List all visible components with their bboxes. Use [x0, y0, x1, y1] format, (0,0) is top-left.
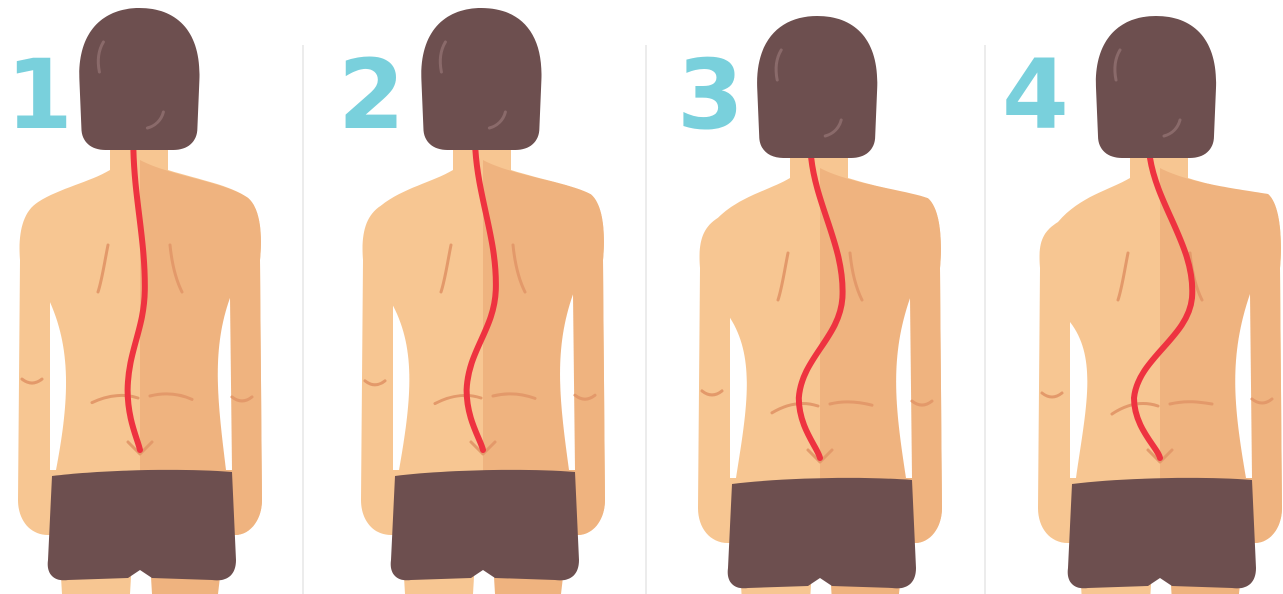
hair [79, 8, 199, 150]
stage-panel: 3 [677, 16, 942, 594]
hair [421, 8, 541, 150]
stage-number: 3 [677, 39, 744, 151]
stage-number: 4 [1002, 39, 1069, 151]
shorts [391, 470, 579, 580]
hair [1096, 16, 1216, 158]
shorts [1068, 478, 1256, 588]
stage-panel: 1 [6, 8, 262, 594]
panels: 1 2 3 4 [6, 8, 1282, 594]
stage-panel: 2 [338, 8, 605, 594]
hair [757, 16, 877, 158]
stage-panel: 4 [1002, 16, 1282, 594]
stage-number: 1 [6, 39, 73, 151]
shorts [48, 470, 236, 580]
shorts [728, 478, 916, 588]
stage-number: 2 [338, 39, 405, 151]
